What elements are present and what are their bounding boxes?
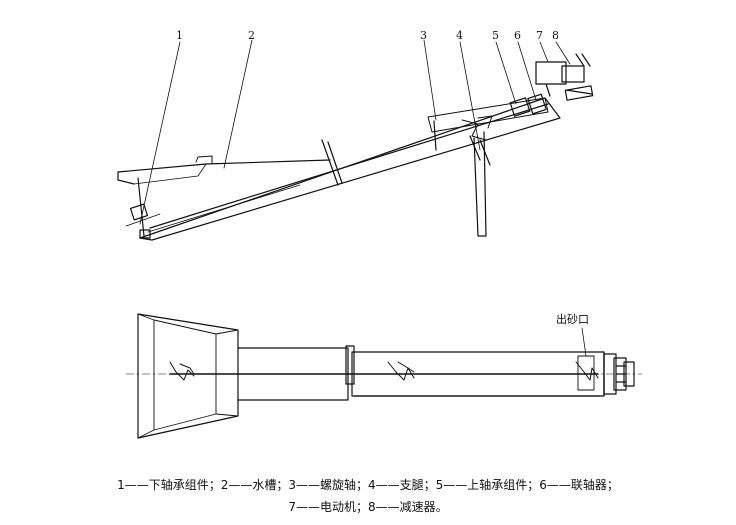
drive-end — [603, 353, 635, 395]
label-8: 8 — [552, 29, 559, 42]
water-tank — [117, 155, 331, 185]
side-view — [117, 39, 594, 241]
trough-outline — [139, 97, 561, 241]
motor-reducer — [535, 53, 594, 101]
label-1: 1 — [176, 29, 183, 42]
leader-lines — [139, 39, 571, 225]
lower-bearing — [125, 177, 161, 239]
top-view — [125, 313, 643, 439]
label-2: 2 — [248, 29, 255, 42]
screw-shaft-box — [427, 97, 549, 133]
caption-line-1: 1——下轴承组件；2——水槽；3——螺旋轴；4——支腿；5——上轴承组件；6——… — [117, 478, 619, 492]
sand-outlet-label: 出砂口 — [556, 313, 589, 326]
label-6: 6 — [514, 29, 521, 42]
trough-top — [237, 345, 605, 401]
screw-blades — [169, 361, 599, 381]
label-4: 4 — [456, 29, 463, 42]
label-5: 5 — [492, 29, 499, 42]
caption-line-2: 7——电动机；8——减速器。 — [288, 500, 448, 514]
hopper — [137, 313, 239, 439]
label-7: 7 — [536, 29, 543, 42]
support-leg — [469, 131, 491, 237]
label-3: 3 — [420, 29, 427, 42]
